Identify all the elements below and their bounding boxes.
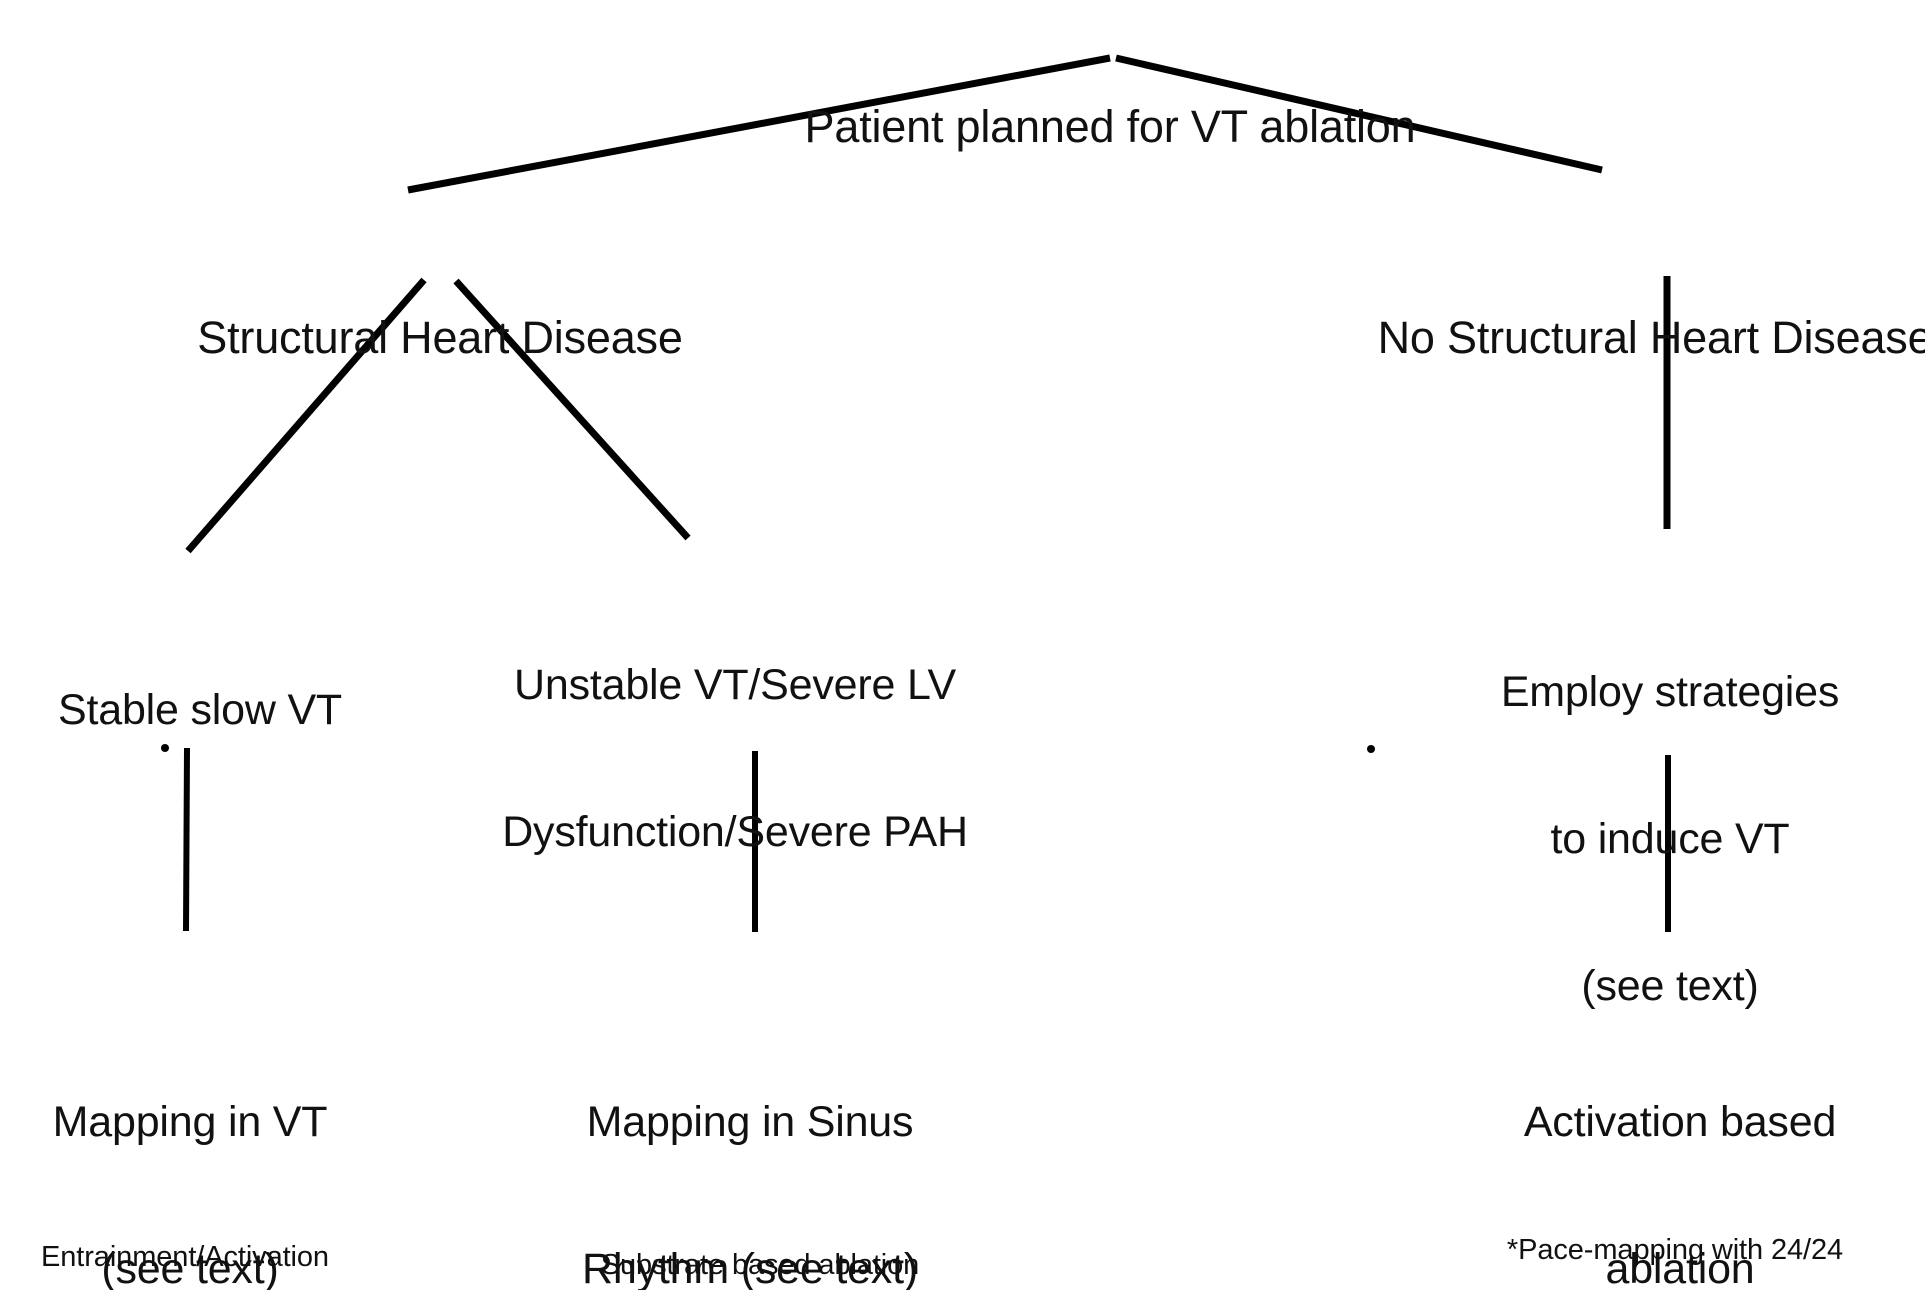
node-line: Mapping in Sinus bbox=[586, 1098, 914, 1147]
node-line: ablation bbox=[1605, 1245, 1755, 1290]
footnote-pace-mapping-note: *Pace-mapping with 24/24 match can be us… bbox=[1425, 1163, 1925, 1290]
footnote-line: *Pace-mapping with 24/24 bbox=[1506, 1233, 1844, 1266]
node-stable-slow-vt: Stable slow VT bbox=[30, 588, 370, 833]
node-line: Mapping in VT bbox=[52, 1098, 328, 1147]
node-line: (see text) bbox=[1581, 962, 1759, 1011]
node-no-structural-heart-disease: No Structural Heart Disease bbox=[1375, 209, 1925, 465]
node-line: Dysfunction/Severe PAH bbox=[502, 808, 968, 857]
dot-right-mark bbox=[1367, 745, 1375, 753]
node-line: (see text) bbox=[101, 1245, 279, 1290]
node-mapping-in-vt: Mapping in VT (see text) bbox=[20, 1000, 360, 1290]
footnote-entrainment-activation-based-ablation: Entrainment/Activation based ablation bbox=[0, 1170, 370, 1290]
node-activation-based-ablation: Activation based ablation bbox=[1480, 1000, 1880, 1290]
node-patient-planned-for-vt-ablation: Patient planned for VT ablation bbox=[790, 0, 1430, 254]
node-line: Stable slow VT bbox=[58, 686, 342, 735]
node-line: Rhythm (see text) bbox=[582, 1245, 918, 1290]
node-line: to induce VT bbox=[1550, 815, 1790, 864]
footnote-line: Substrate based ablation bbox=[600, 1248, 920, 1281]
node-line: Unstable VT/Severe LV bbox=[514, 661, 956, 710]
footnote-line: Entrainment/Activation bbox=[41, 1240, 329, 1273]
node-employ-strategies-to-induce-vt: Employ strategies to induce VT (see text… bbox=[1460, 570, 1880, 1109]
node-structural-heart-disease: Structural Heart Disease bbox=[190, 209, 690, 465]
node-line: Structural Heart Disease bbox=[197, 311, 683, 363]
node-unstable-vt-severe-lv: Unstable VT/Severe LV Dysfunction/Severe… bbox=[480, 563, 990, 955]
node-line: Employ strategies bbox=[1500, 668, 1840, 717]
node-line: Patient planned for VT ablation bbox=[804, 100, 1416, 152]
footnote-substrate-based-ablation: Substrate based ablation bbox=[540, 1178, 980, 1290]
node-line: No Structural Heart Disease bbox=[1377, 311, 1925, 363]
node-line: Activation based bbox=[1523, 1098, 1837, 1147]
node-mapping-in-sinus-rhythm: Mapping in Sinus Rhythm (see text) bbox=[545, 1000, 955, 1290]
